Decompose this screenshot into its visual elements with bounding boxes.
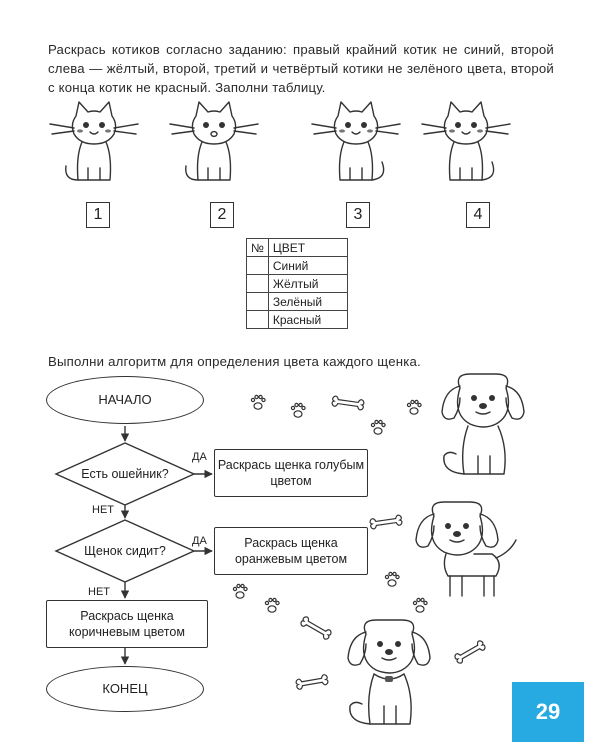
flowchart-no-label-2: НЕТ — [88, 586, 110, 598]
paw-print-icon — [232, 583, 248, 599]
task1-instructions: Раскрась котиков согласно заданию: правы… — [48, 42, 554, 95]
cat-3-illustration — [311, 101, 401, 181]
paw-print-icon — [290, 402, 306, 418]
flowchart-action-brown: Раскрась щенка коричневым цветом — [46, 600, 208, 648]
table-row: Зелёный — [246, 292, 348, 311]
paw-print-icon — [412, 597, 428, 613]
paw-print-icon — [406, 399, 422, 415]
flowchart-action-blue: Раскрась щенка голубым цветом — [214, 449, 368, 497]
page-number-badge: 29 — [512, 682, 584, 742]
cat-1-illustration — [49, 101, 139, 181]
bone-icon — [453, 639, 487, 665]
flowchart-no-label-1: НЕТ — [92, 504, 114, 516]
color-table-color-cell: Жёлтый — [267, 274, 348, 293]
bone-icon — [299, 615, 333, 641]
task2-instructions: Выполни алгоритм для определения цвета к… — [48, 354, 421, 369]
paw-print-icon — [384, 571, 400, 587]
table-row: Жёлтый — [246, 274, 348, 293]
cat-number-box-2[interactable]: 2 — [210, 202, 234, 228]
puppy-1-illustration — [441, 373, 525, 475]
paw-print-icon — [264, 597, 280, 613]
puppy-3-illustration — [347, 619, 431, 725]
bone-icon — [369, 514, 403, 530]
color-table-color-cell: Зелёный — [267, 292, 348, 311]
flowchart-end: КОНЕЦ — [46, 666, 204, 712]
cat-number-box-1[interactable]: 1 — [86, 202, 110, 228]
flowchart-question-collar: Есть ошейник? — [81, 467, 169, 481]
color-table-color-cell: Красный — [267, 310, 348, 329]
cat-number-box-3[interactable]: 3 — [346, 202, 370, 228]
flowchart-yes-label-1: ДА — [192, 451, 207, 463]
cat-number-box-4[interactable]: 4 — [466, 202, 490, 228]
puppy-2-illustration — [415, 501, 517, 597]
paw-print-icon — [250, 394, 266, 410]
flowchart-yes-label-2: ДА — [192, 535, 207, 547]
flowchart-question-sitting: Щенок сидит? — [84, 544, 166, 558]
flowchart-start: НАЧАЛО — [46, 376, 204, 424]
table-row: Красный — [246, 310, 348, 329]
bone-icon — [294, 673, 330, 691]
paw-print-icon — [370, 419, 386, 435]
flowchart-action-orange: Раскрась щенка оранжевым цветом — [214, 527, 368, 575]
cat-4-illustration — [421, 101, 511, 181]
color-table: № ЦВЕТ Синий Жёлтый Зелёный Красный — [246, 238, 348, 329]
bone-icon — [331, 395, 365, 411]
cat-2-illustration — [169, 101, 259, 181]
